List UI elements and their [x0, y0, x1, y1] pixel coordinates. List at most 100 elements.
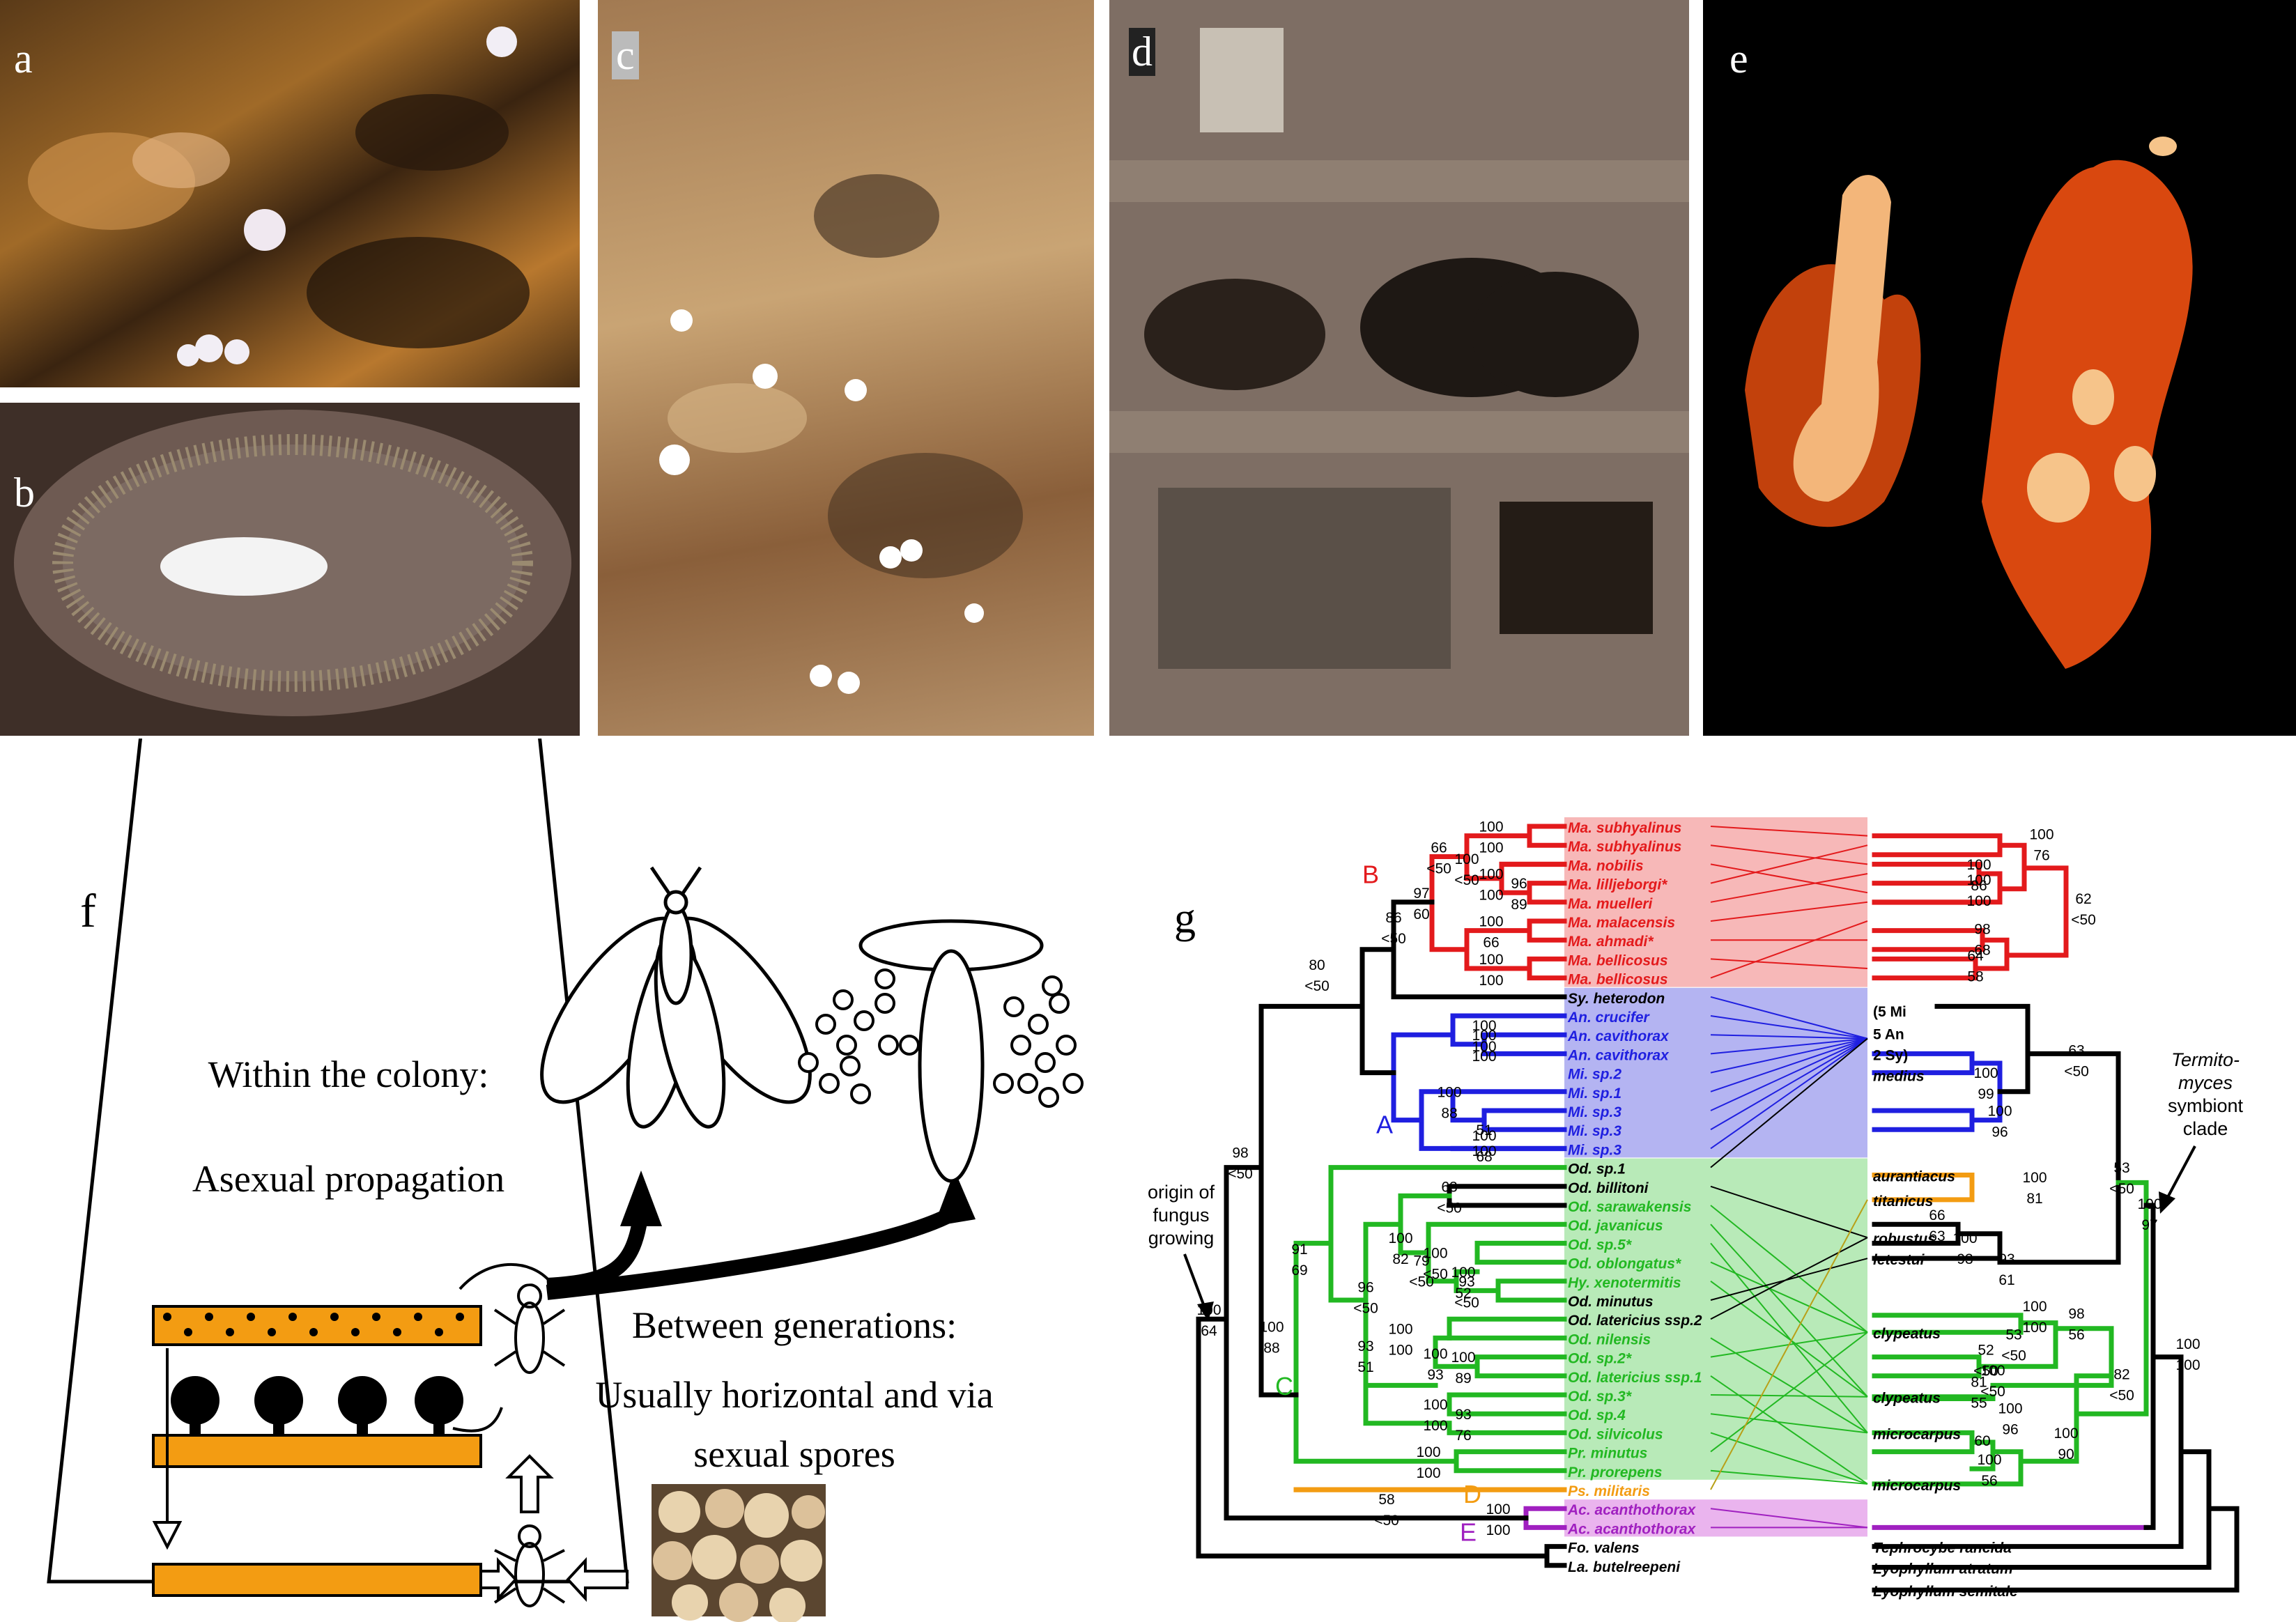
fungus-label: (5 Mi [1873, 1004, 1906, 1020]
termite-label: Od. nilensis [1568, 1331, 1651, 1347]
origin-arrow-head [1197, 1302, 1214, 1321]
tree-branch [1872, 1172, 1975, 1203]
termite-label: Od. oblongatus* [1568, 1256, 1681, 1272]
origin-line-3: growing [1148, 1228, 1215, 1249]
support-value: 100 [2022, 1170, 2047, 1186]
termitomyces-arrow [2166, 1145, 2196, 1199]
fungal-nodule-icons [171, 1376, 463, 1435]
tree-branch [1447, 1184, 1567, 1208]
support-value: <50 [1454, 872, 1479, 888]
association-line [1710, 863, 1868, 894]
support-value: 82 [1392, 1251, 1408, 1267]
support-value: 60 [1413, 906, 1429, 922]
support-value: 100 [1472, 1028, 1496, 1044]
support-value: 63 [2068, 1043, 2084, 1059]
support-value: 100 [1980, 1363, 2005, 1379]
support-value: 98 [1232, 1145, 1248, 1161]
tree-branch [1447, 1421, 1567, 1435]
termitomyces-arrow-head [2159, 1191, 2175, 1214]
tree-branch [1426, 1221, 1567, 1284]
termite-label: Od. billitoni [1568, 1180, 1649, 1196]
worker-termite-icon-upper [493, 1283, 566, 1374]
fungus-label: robustus [1873, 1231, 1936, 1247]
support-value: <50 [1409, 1274, 1434, 1290]
support-value: 61 [1998, 1272, 2014, 1288]
comb-with-fungi [152, 1434, 482, 1468]
termitomyces-line-1: Termito- [2171, 1049, 2240, 1070]
support-value: 91 [1291, 1242, 1307, 1258]
support-value: 86 [1385, 910, 1401, 926]
support-value: 100 [1423, 1397, 1447, 1413]
support-value: 58 [1378, 1492, 1394, 1508]
support-value: 100 [1423, 1346, 1447, 1362]
tree-branch [1872, 956, 1978, 981]
association-line [1710, 1280, 1868, 1398]
termite-label: Hy. xenotermitis [1568, 1275, 1681, 1291]
association-line [1710, 1508, 1868, 1529]
support-value: 93 [1427, 1367, 1443, 1383]
tree-branch [1293, 1240, 1459, 1464]
association-line [1710, 1258, 1868, 1301]
tree-branch [1224, 1165, 1529, 1521]
termite-label: Ma. bellicosus [1568, 972, 1668, 988]
support-value: 66 [1431, 840, 1447, 856]
clade-letter-C: C [1275, 1372, 1293, 1400]
termite-label: Od. sarawakensis [1568, 1199, 1691, 1215]
termite-label: Fo. valens [1568, 1540, 1640, 1557]
between-line-3: sexual spores [693, 1433, 895, 1475]
tree-branch [1872, 1231, 2003, 1261]
support-value: 66 [1483, 935, 1499, 951]
tree-branch [1258, 1003, 1365, 1398]
association-line [1710, 1242, 1868, 1434]
association-line [1710, 1037, 1868, 1168]
support-value: 79 [1413, 1253, 1429, 1269]
association-line [1710, 1037, 1868, 1111]
support-value: <50 [2001, 1348, 2026, 1364]
fungus-label: microcarpus [1873, 1426, 1961, 1442]
support-value: 93 [1458, 1274, 1474, 1290]
termite-label: Mi. sp.3 [1568, 1123, 1621, 1139]
panel-label-a: a [14, 36, 33, 82]
support-value: <50 [1454, 1295, 1479, 1311]
tree-branch [1363, 1382, 1452, 1426]
flow-arrow-left [566, 1557, 629, 1602]
panel-label-e: e [1729, 36, 1748, 82]
support-value: 100 [1451, 1265, 1475, 1281]
panel-f: f Within the colony: Asexual propagation [47, 739, 1084, 1622]
tree-branch [1872, 1449, 2024, 1487]
support-value: 100 [1479, 840, 1503, 856]
mushroom-icon [858, 919, 1044, 1183]
association-line [1710, 1015, 1868, 1040]
within-line-1: Within the colony: [208, 1053, 489, 1095]
support-value: 100 [1454, 851, 1479, 867]
support-value: 62 [2075, 891, 2091, 907]
tree-branch [1872, 928, 1985, 952]
support-value: 100 [1472, 1128, 1496, 1144]
tree-branch [1969, 1439, 1996, 1472]
support-value: 55 [1971, 1396, 1987, 1412]
support-value: 76 [2033, 847, 2049, 863]
flow-arrow-right [479, 1557, 518, 1602]
termite-label: Mi. sp.1 [1568, 1086, 1621, 1102]
support-value: 88 [1441, 1105, 1457, 1121]
association-line [1710, 1199, 1868, 1490]
support-value: 100 [1966, 893, 1991, 909]
support-value: 88 [1263, 1341, 1279, 1357]
termite-label: Od. javanicus [1568, 1218, 1663, 1234]
tree-branch [1454, 1449, 1567, 1474]
tree-branch [1359, 947, 1396, 1076]
tree-branch [2004, 865, 2069, 958]
support-value: 100 [1423, 1418, 1447, 1434]
support-value: 89 [1455, 1370, 1471, 1387]
association-line [1710, 958, 1868, 969]
support-value: 68 [1974, 942, 1990, 958]
support-value: 93 [1998, 1251, 2014, 1267]
tree-branch [1872, 1394, 1996, 1401]
fungus-label: Lyophyllum atratum [1873, 1561, 2013, 1577]
termite-label: An. cavithorax [1567, 1047, 1670, 1063]
termite-label: Ma. subhyalinus [1568, 839, 1681, 855]
origin-arrow [1183, 1253, 1207, 1311]
support-value: 100 [1416, 1465, 1440, 1481]
tree-branch [1872, 1108, 1975, 1132]
support-value: 100 [1388, 1321, 1412, 1337]
